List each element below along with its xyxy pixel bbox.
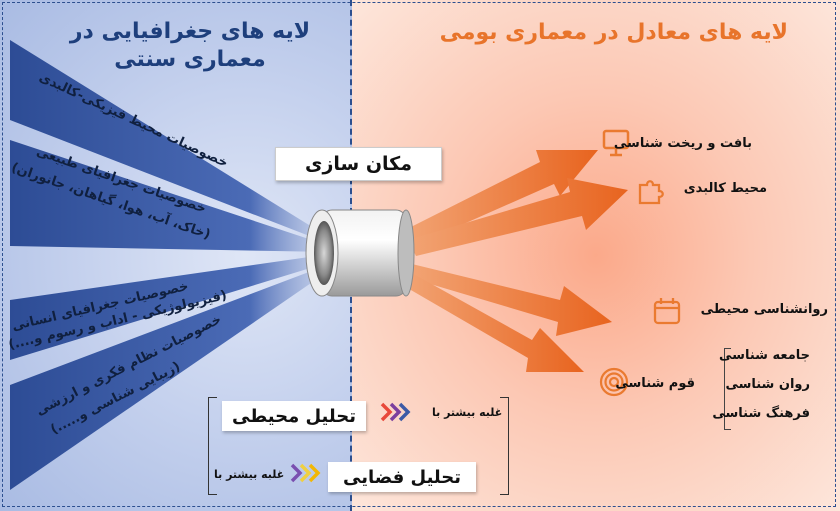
calendar-icon: [653, 298, 681, 325]
arrow-2: [408, 178, 628, 256]
target-icon: [599, 367, 629, 397]
left-title: لایه های جغرافیایی در معماری سنتی: [69, 19, 311, 72]
sub-item-sociology: جامعه شناسی: [719, 348, 810, 363]
chevrons-icon-1: [380, 402, 411, 422]
right-panel: [352, 0, 840, 511]
arrow-1: [405, 150, 598, 246]
beam-3: [10, 254, 330, 360]
dominance-label-2: غلبه بیشتر با: [214, 468, 285, 481]
environmental-analysis: تحلیل محیطی: [222, 401, 366, 431]
right-item-texture: بافت و ریخت شناسی: [613, 136, 752, 151]
beam-4: [10, 264, 330, 490]
analysis-bracket-left: [208, 397, 217, 495]
right-title: لایه های معادل در معماری بومی: [439, 20, 788, 45]
beam-2: [10, 140, 330, 252]
sub-item-psychology: روان شناسی: [725, 377, 810, 392]
arrow-4: [404, 272, 584, 372]
spatial-analysis: تحلیل فضایی: [328, 462, 476, 492]
beam-1: [10, 40, 330, 244]
dominance-label-1: غلبه بیشتر با: [432, 406, 503, 419]
right-item-psychology: روانشناسی محیطی: [700, 302, 828, 317]
right-item-physical: محیط کالبدی: [683, 181, 767, 196]
sub-item-culture: فرهنگ شناسی: [712, 406, 810, 421]
puzzle-icon: [638, 180, 664, 205]
right-item-ethnology: قوم شناسی: [615, 376, 695, 391]
analysis-bracket-right: [500, 397, 509, 495]
placemaking-label: مکان سازی: [275, 147, 442, 181]
placemaking-cylinder: [305, 209, 415, 297]
monitor-icon: [602, 129, 630, 157]
chevrons-icon-2: [290, 463, 321, 483]
arrow-3: [410, 264, 612, 336]
sub-items-bracket: [724, 348, 731, 430]
